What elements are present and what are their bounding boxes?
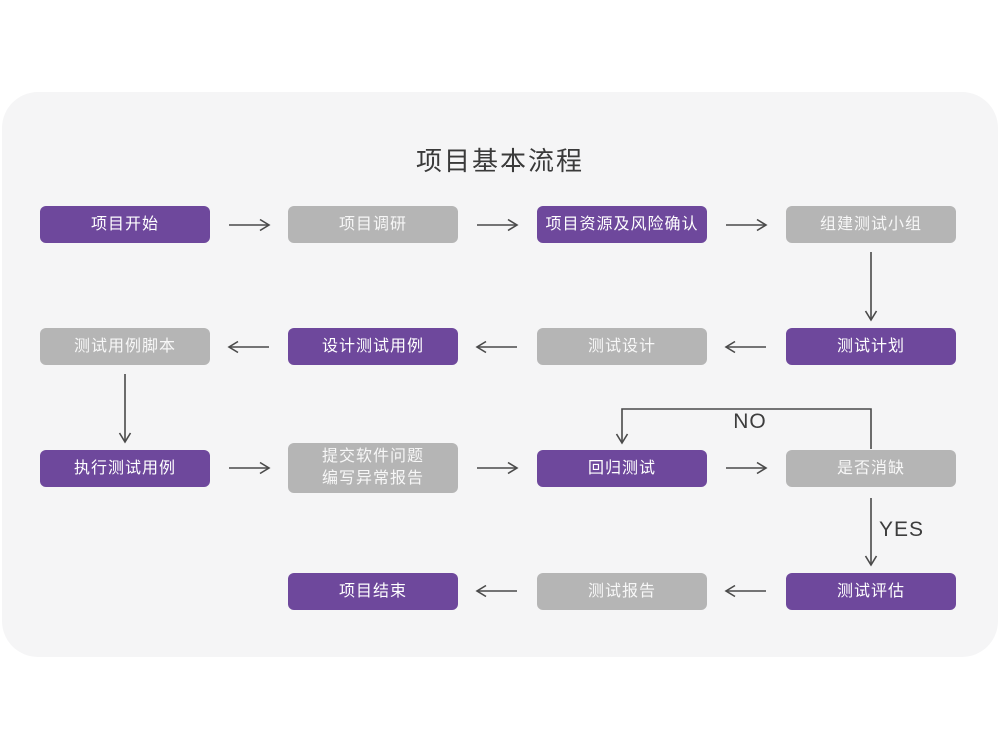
node-resources-risk-confirm: 项目资源及风险确认 <box>537 206 707 243</box>
node-test-plan: 测试计划 <box>786 328 956 365</box>
node-project-research: 项目调研 <box>288 206 458 243</box>
node-test-report: 测试报告 <box>537 573 707 610</box>
branch-label-no: NO <box>733 410 767 433</box>
node-test-case-script: 测试用例脚本 <box>40 328 210 365</box>
node-submit-issue-report: 提交软件问题 编写异常报告 <box>288 443 458 493</box>
flowchart-card <box>2 92 998 657</box>
node-design-test-case: 设计测试用例 <box>288 328 458 365</box>
node-defect-resolved: 是否消缺 <box>786 450 956 487</box>
node-regression-test: 回归测试 <box>537 450 707 487</box>
node-execute-test-case: 执行测试用例 <box>40 450 210 487</box>
node-build-test-team: 组建测试小组 <box>786 206 956 243</box>
node-project-end: 项目结束 <box>288 573 458 610</box>
node-test-evaluation: 测试评估 <box>786 573 956 610</box>
node-test-design: 测试设计 <box>537 328 707 365</box>
node-project-start: 项目开始 <box>40 206 210 243</box>
branch-label-yes: YES <box>879 518 925 541</box>
page-title: 项目基本流程 <box>415 146 584 176</box>
